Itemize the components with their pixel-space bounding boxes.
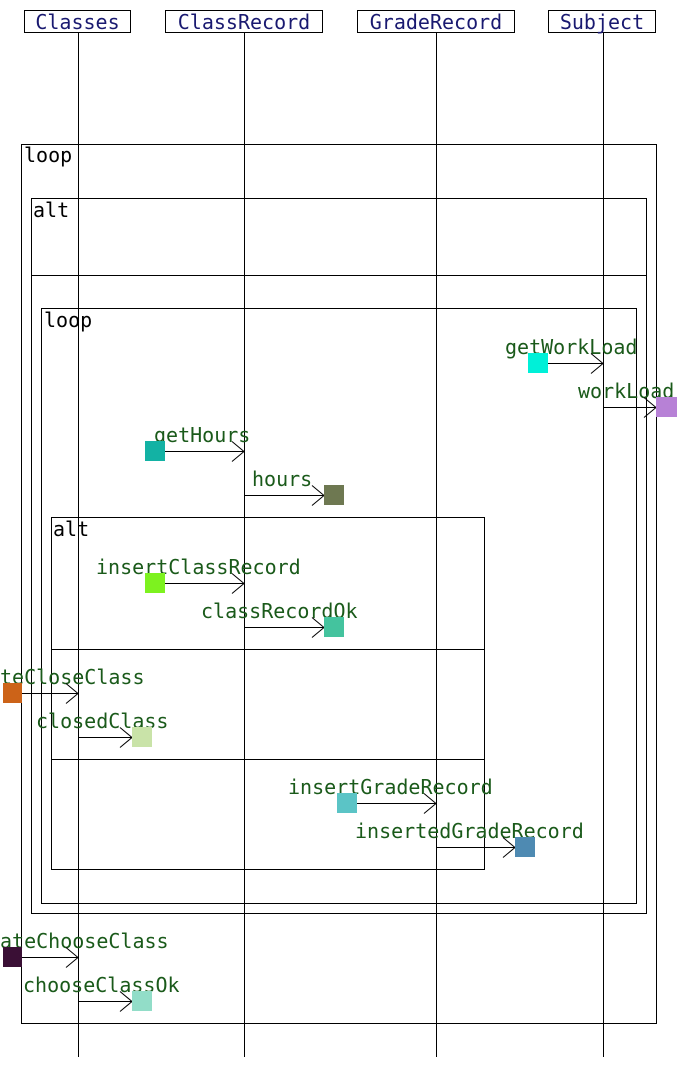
message-marker [132,727,152,747]
message-marker [337,793,357,813]
message-label: chooseClassOk [23,973,180,997]
fragment-loop-outer [21,144,657,1024]
message-getworkload[interactable]: getWorkLoad [505,335,637,374]
message-insertclassrecord[interactable]: insertClassRecord [96,555,301,594]
fragments [21,144,657,1024]
fragment-operator: alt [53,517,89,541]
fragment-alt-outer [31,198,647,914]
message-label: hours [252,467,312,491]
message-label: getHours [154,423,250,447]
message-insertgraderecord[interactable]: insertGradeRecord [288,775,493,814]
message-workload[interactable]: workLoad [578,379,677,418]
message-label: teCloseClass [0,665,145,689]
message-marker [515,837,535,857]
participants: Classes ClassRecord GradeRecord Subject [24,10,656,34]
message-chooseclassok[interactable]: chooseClassOk [23,973,180,1012]
message-label: getWorkLoad [505,335,637,359]
participant-label: Subject [560,10,644,34]
lifelines [78,33,604,1057]
fragment-operator: alt [33,198,69,222]
message-marker [324,617,344,637]
fragment-operator: loop [24,143,72,167]
message-marker [145,573,165,593]
participant-classes[interactable]: Classes [24,10,131,34]
participant-graderecord[interactable]: GradeRecord [357,10,515,34]
message-marker [656,397,677,417]
fragment-loop-inner [41,308,637,904]
message-label: insertedGradeRecord [355,819,584,843]
participant-label: Classes [35,10,119,34]
message-validatechooseclass[interactable]: ateChooseClass [0,929,169,968]
messages: getWorkLoad workLoad getHours hours inse… [0,335,677,1012]
message-marker [3,683,22,703]
participant-label: ClassRecord [178,10,310,34]
message-validatecloseclass[interactable]: teCloseClass [0,665,145,704]
fragment-operator: loop [44,308,92,332]
message-closedclass[interactable]: closedClass [36,709,168,748]
message-marker [132,991,152,1011]
message-marker [324,485,344,505]
fragment-labels: loop alt loop alt [24,143,92,541]
message-marker [3,947,22,967]
message-classrecordok[interactable]: classRecordOk [201,599,358,638]
participant-subject[interactable]: Subject [548,10,656,34]
message-marker [145,441,165,461]
message-label: insertGradeRecord [288,775,493,799]
participant-classrecord[interactable]: ClassRecord [165,10,323,34]
participant-label: GradeRecord [370,10,502,34]
message-hours[interactable]: hours [244,467,344,506]
message-gethours[interactable]: getHours [145,423,250,462]
message-label: ateChooseClass [0,929,169,953]
message-marker [528,353,548,373]
message-label: insertClassRecord [96,555,301,579]
message-insertedgraderecord[interactable]: insertedGradeRecord [355,819,584,858]
